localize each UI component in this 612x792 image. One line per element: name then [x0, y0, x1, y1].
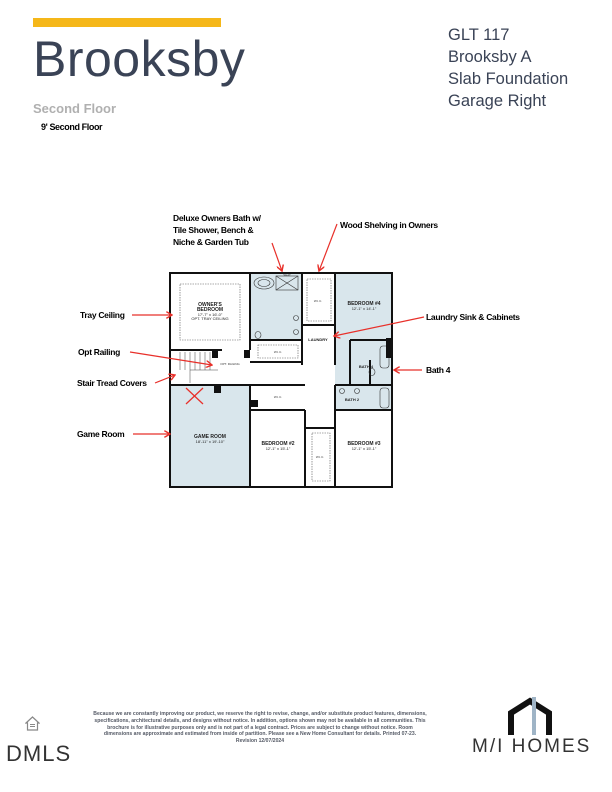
bedroom3-label: BEDROOM #3 — [347, 441, 380, 447]
tray-ceiling-outline — [179, 278, 332, 482]
callout-arrows — [129, 223, 425, 434]
garage-orientation: Garage Right — [448, 92, 547, 110]
callout-owners-bath-2: Tile Shower, Bench & — [173, 225, 253, 235]
bath2-label: BATH 2 — [345, 397, 360, 402]
arrow-owners-bath — [271, 242, 282, 271]
owners-bedroom-note: OPT. TRAY CEILING — [191, 316, 228, 321]
wic-label: W.I.C. — [314, 299, 322, 303]
game-room-dims: 18'-11" x 19'-10" — [196, 439, 225, 444]
legal-disclaimer: Because we are constantly improving our … — [93, 711, 427, 745]
lot-number: GLT 117 — [448, 26, 510, 44]
stairs — [179, 352, 218, 383]
opt-railing-label: OPT. RAILING — [220, 362, 240, 366]
elevation: Brooksby A — [448, 48, 532, 66]
bedroom2-label: BEDROOM #2 — [261, 441, 294, 447]
arrow-laundry-sink — [334, 316, 425, 336]
arrow-wood-shelving — [319, 223, 338, 271]
lot-info: GLT 117 Brooksby A Slab Foundation Garag… — [448, 24, 568, 112]
owners-bedroom-dims: 17'-7" x 16'-0" — [198, 312, 223, 317]
arrow-stair-tread — [154, 375, 175, 384]
bedroom4-label: BEDROOM #4 — [347, 301, 380, 307]
callout-owners-bath-1: Deluxe Owners Bath w/ — [173, 213, 262, 223]
floor-subtitle: Second Floor — [33, 101, 117, 116]
accent-bar — [33, 18, 221, 27]
tile-shower — [275, 275, 299, 291]
bath4-label: BATH 4 — [359, 364, 374, 369]
bedroom4-dims: 12'-1" x 14'-1" — [352, 306, 377, 311]
callout-wood-shelving: Wood Shelving in Owners — [340, 220, 438, 230]
callout-owners-bath-3: Niche & Garden Tub — [173, 237, 249, 247]
seat-label: SEAT — [283, 273, 291, 277]
fixtures — [253, 275, 390, 409]
callout-tray-ceiling: Tray Ceiling — [80, 310, 125, 320]
callout-stair-tread: Stair Tread Covers — [77, 378, 147, 388]
owners-bedroom-label: OWNER'S — [198, 302, 222, 308]
plan-title: Brooksby — [33, 31, 246, 87]
foundation: Slab Foundation — [448, 70, 569, 88]
bedroom2-dims: 12'-1" x 15'-1" — [266, 446, 291, 451]
bedroom3-dims: 12'-1" x 15'-1" — [352, 446, 377, 451]
owners-bedroom-label-2: BEDROOM — [197, 307, 223, 313]
mi-homes-logo: M/I HOMES — [472, 736, 592, 757]
bath2-area — [335, 385, 391, 410]
callout-laundry-sink: Laundry Sink & Cabinets — [426, 312, 520, 322]
wic-label-4: W.I.C. — [316, 455, 324, 459]
mi-homes-house-icon — [508, 697, 552, 735]
wic-label-2: W.I.C. — [274, 350, 282, 354]
dmls-logo: DMLS — [6, 741, 72, 766]
equal-housing-icon — [25, 716, 40, 731]
callout-game-room: Game Room — [77, 429, 125, 439]
laundry-label: LAUNDRY — [308, 337, 328, 342]
callout-opt-railing: Opt Railing — [78, 347, 120, 357]
game-room-area — [171, 385, 250, 486]
arrow-opt-railing — [129, 351, 212, 365]
callout-bath4: Bath 4 — [426, 365, 451, 375]
wic-label-3: W.I.C. — [274, 395, 282, 399]
game-room-label: GAME ROOM — [194, 434, 226, 440]
ceiling-height-note: 9' Second Floor — [41, 122, 103, 132]
removed-built-in-x — [185, 387, 204, 405]
garden-tub — [253, 276, 275, 290]
wall-blocks — [212, 338, 392, 407]
floor-plan: OWNER'S BEDROOM 17'-7" x 16'-0" OPT. TRA… — [77, 213, 521, 488]
